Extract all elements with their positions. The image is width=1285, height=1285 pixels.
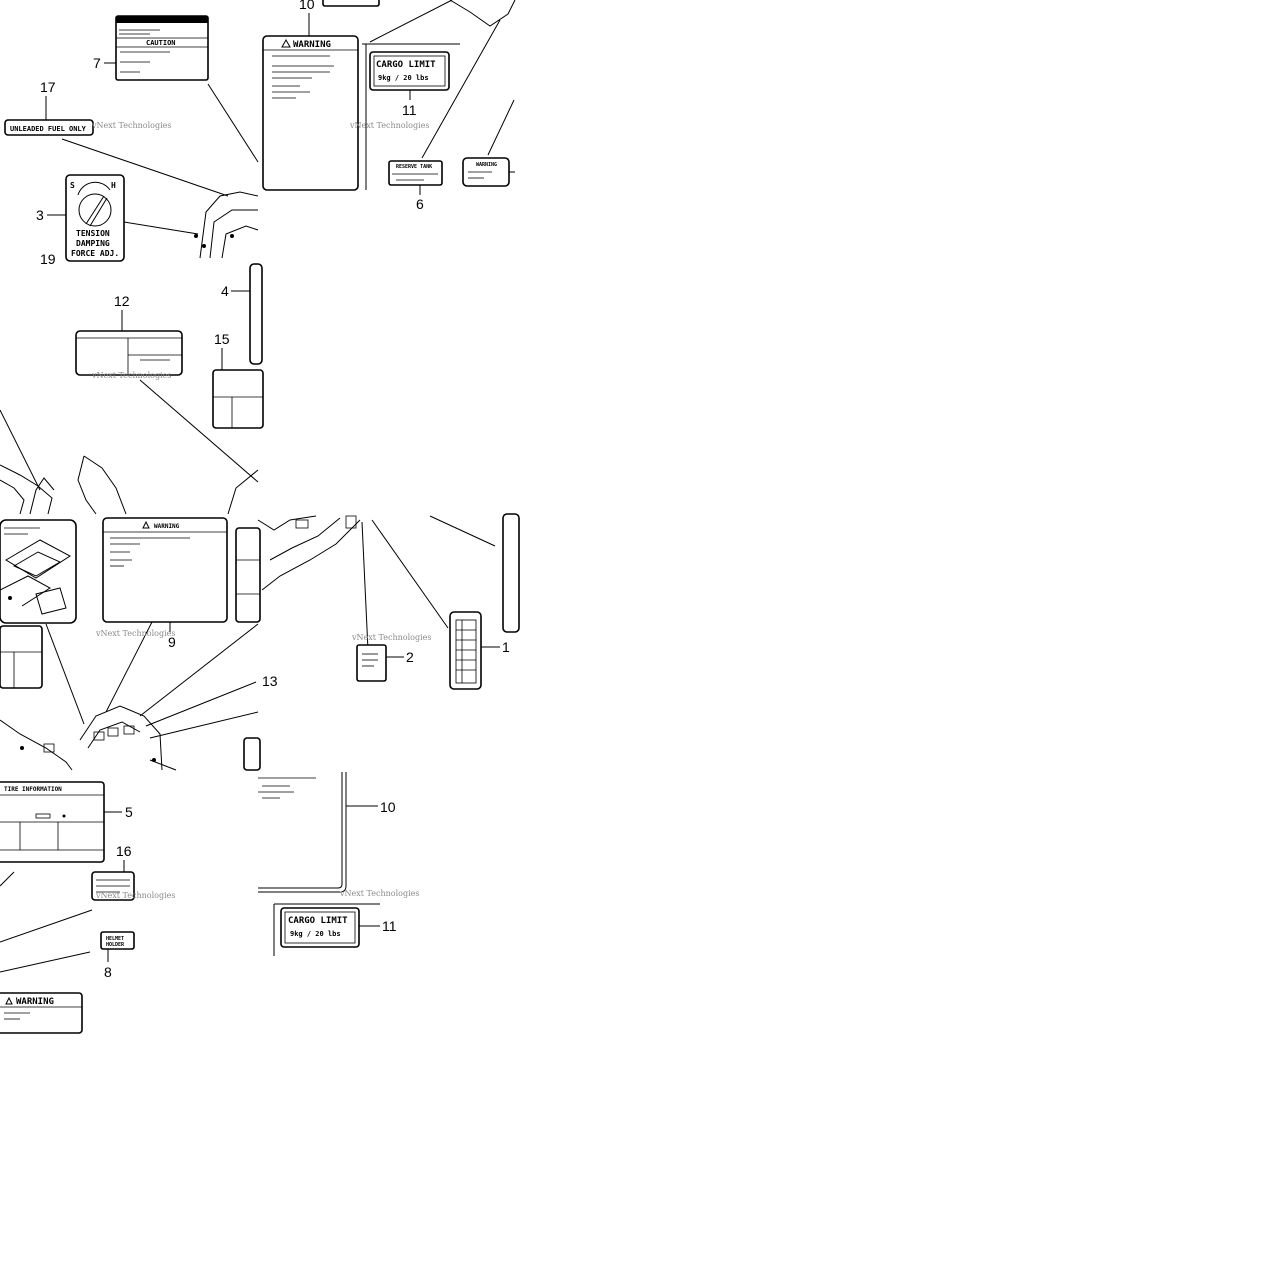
panel-label-12 <box>75 330 183 376</box>
callout-17: 17 <box>40 79 56 95</box>
callout-19: 19 <box>40 251 56 267</box>
warning-label-bottom: WARNING <box>0 992 83 1034</box>
panel-label-left <box>0 625 43 689</box>
callout-13: 13 <box>262 673 278 689</box>
callout-4: 4 <box>221 283 229 299</box>
caution-label: CAUTION <box>115 15 209 81</box>
callout-12: 12 <box>114 293 130 309</box>
machine-sketch-3 <box>257 515 361 591</box>
helmet-holder-label: HELMET HOLDER <box>100 931 135 950</box>
callout-10: 10 <box>299 0 315 12</box>
caution-label-title: CAUTION <box>146 39 176 47</box>
warning-label-large: WARNING <box>262 35 359 191</box>
sticker-2 <box>356 644 387 682</box>
dial-s: S <box>70 181 75 190</box>
callout-1: 1 <box>502 639 510 655</box>
tire-information-text: TIRE INFORMATION <box>4 786 62 793</box>
tension-line-3: FORCE ADJ. <box>71 249 119 258</box>
callout-7: 7 <box>93 55 101 71</box>
machine-sketch-2 <box>0 409 259 515</box>
warning-label-9: WARNING <box>102 517 228 623</box>
callout-16: 16 <box>116 843 132 859</box>
helmet-line-1: HELMET <box>106 936 124 942</box>
machine-sketch-4 <box>0 705 177 771</box>
machine-sketch <box>194 191 259 259</box>
watermark-2: vNext Technologies <box>349 121 429 130</box>
small-warning-label: WARNING <box>462 157 510 187</box>
panel-label-15 <box>212 369 264 429</box>
cargo-limit-top-value: 9kg / 20 lbs <box>378 74 429 82</box>
sticker-16 <box>91 871 135 901</box>
warning-label-10-bottom <box>258 772 347 893</box>
unleaded-fuel-label: UNLEADED FUEL ONLY <box>4 119 94 136</box>
watermark-5: vNext Technologies <box>95 629 175 638</box>
callout-5: 5 <box>125 804 133 820</box>
cargo-limit-bottom-title: CARGO LIMIT <box>288 916 348 926</box>
tension-damping-label: S H TENSION DAMPING FORCE ADJ. <box>65 174 125 262</box>
reserve-tank-text: RESERVE TANK <box>396 164 432 170</box>
callout-3: 3 <box>36 207 44 223</box>
warning-label-9-title: WARNING <box>154 523 180 530</box>
unleaded-fuel-text: UNLEADED FUEL ONLY <box>10 125 87 133</box>
tension-line-1: TENSION <box>76 229 110 238</box>
cargo-limit-label-top: CARGO LIMIT 9kg / 20 lbs <box>369 51 450 91</box>
callout-15: 15 <box>214 331 230 347</box>
small-warning-text: WARNING <box>476 162 497 168</box>
sticker-1 <box>449 611 482 690</box>
watermark-3: vNext Technologies <box>91 371 171 380</box>
callout-11-bottom: 11 <box>382 918 397 934</box>
reserve-tank-label: RESERVE TANK <box>388 160 443 186</box>
callout-11-top: 11 <box>402 102 417 118</box>
tension-line-2: DAMPING <box>76 239 110 248</box>
watermark-6: vNext Technologies <box>95 891 175 900</box>
warning-label-large-title: WARNING <box>293 40 331 50</box>
callout-6: 6 <box>416 196 424 212</box>
cargo-limit-label-bottom: CARGO LIMIT 9kg / 20 lbs <box>280 907 360 948</box>
tire-information-label: TIRE INFORMATION <box>0 781 105 863</box>
cargo-limit-top-title: CARGO LIMIT <box>376 60 436 70</box>
callout-10-bottom: 10 <box>380 799 396 815</box>
helmet-line-2: HOLDER <box>106 942 125 948</box>
callout-8: 8 <box>104 964 112 980</box>
cargo-limit-bottom-value: 9kg / 20 lbs <box>290 930 341 938</box>
seat-diagram-label <box>0 519 77 624</box>
warning-label-bottom-title: WARNING <box>16 997 54 1007</box>
dial-h: H <box>111 181 116 190</box>
watermark-7: vNext Technologies <box>339 889 419 898</box>
callout-2: 2 <box>406 649 414 665</box>
callout-9: 9 <box>168 634 176 650</box>
watermark-4: vNext Technologies <box>351 633 431 642</box>
watermark-1: vNext Technologies <box>91 121 171 130</box>
